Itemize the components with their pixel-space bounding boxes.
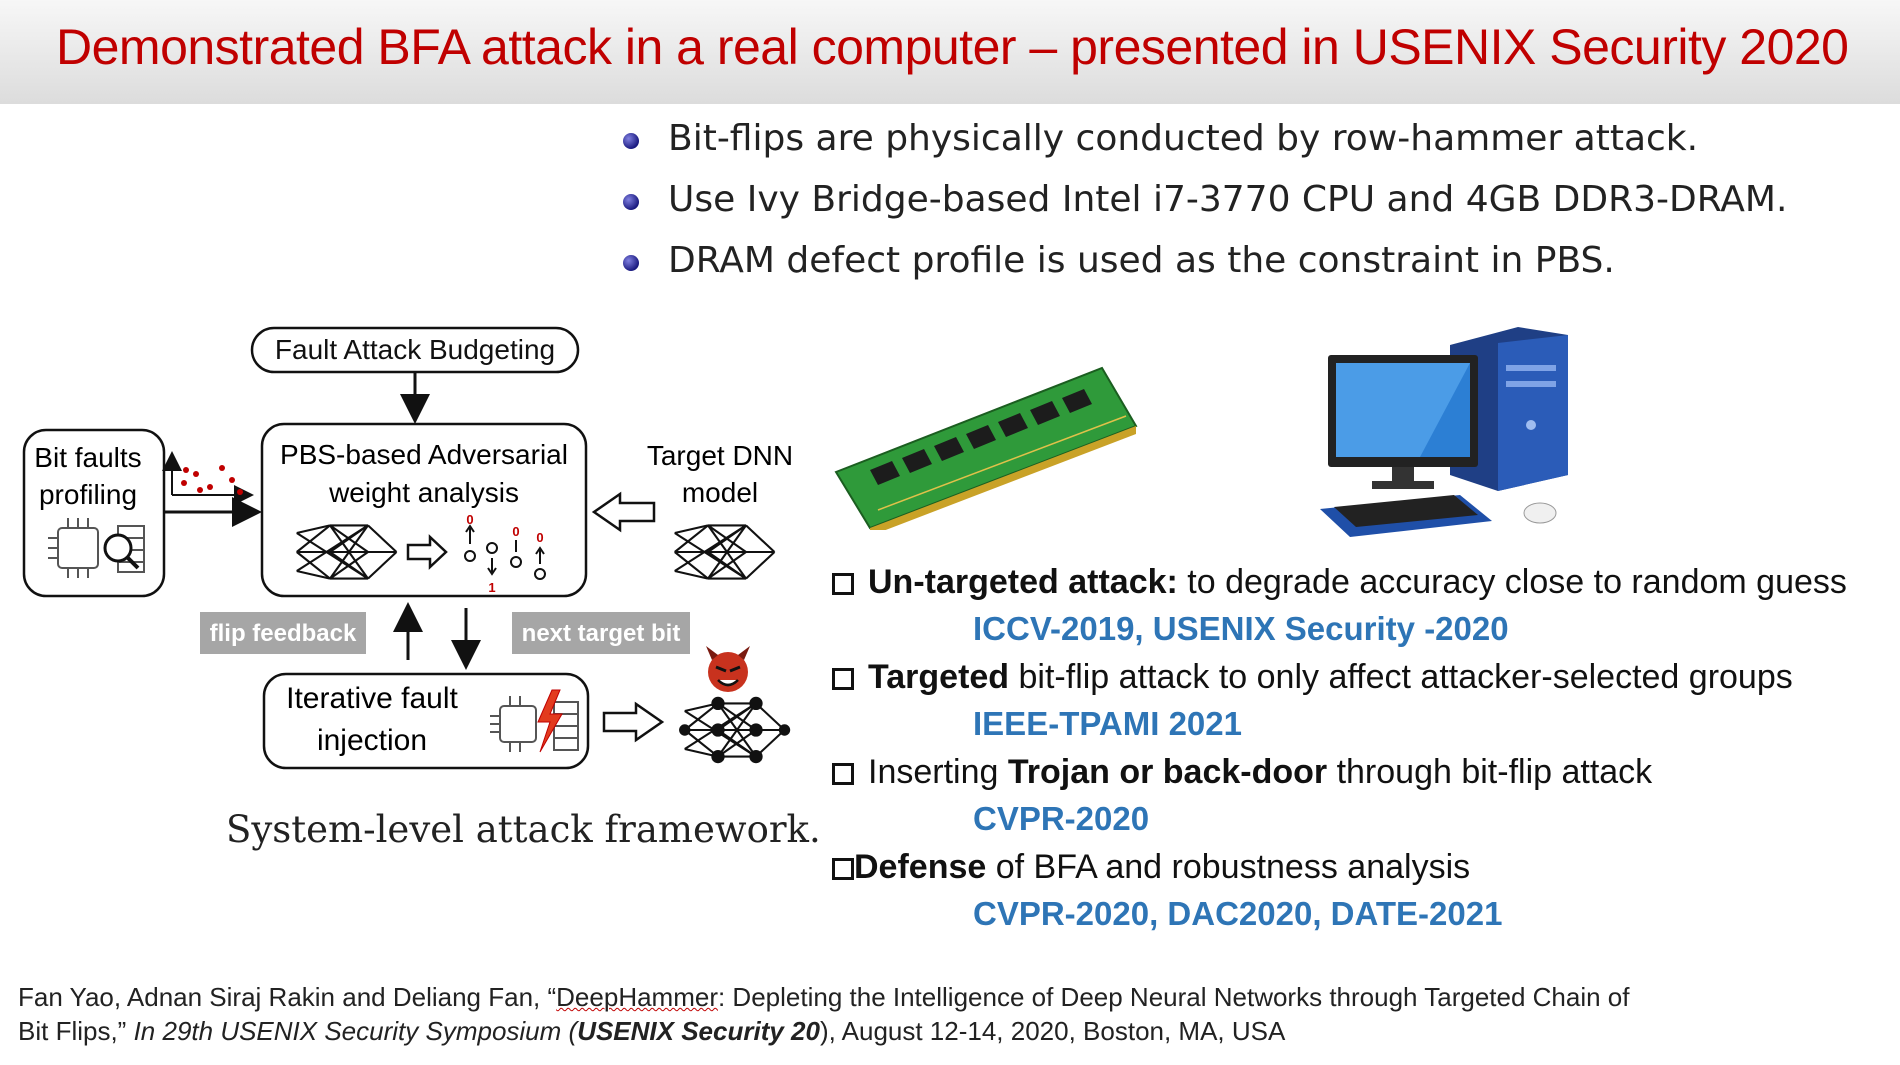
chip-magnifier-icon xyxy=(48,518,145,578)
reference-venues: CVPR-2020 xyxy=(973,800,1150,837)
iter-label-2: injection xyxy=(317,724,427,757)
reference-venues: CVPR-2020, DAC2020, DATE-2021 xyxy=(973,895,1503,932)
diagram-caption: System-level attack framework. xyxy=(226,808,821,851)
scatter-plot-icon xyxy=(162,451,254,505)
chip-lightning-icon xyxy=(490,689,579,753)
profiling-label-2: profiling xyxy=(39,479,137,510)
profiling-label-1: Bit faults xyxy=(34,442,141,473)
checkbox-icon xyxy=(832,573,854,595)
citation: Fan Yao, Adnan Siraj Rakin and Deliang F… xyxy=(18,982,1630,1046)
reference-venues: ICCV-2019, USENIX Security -2020 xyxy=(973,610,1509,647)
slide-title: Demonstrated BFA attack in a real comput… xyxy=(56,19,1849,75)
pbs-label-2: weight analysis xyxy=(328,477,519,508)
target-label-1: Target DNN xyxy=(647,440,793,471)
hollow-arrow-icon xyxy=(602,701,665,743)
bit-label: 1 xyxy=(488,580,495,595)
reference-venues: IEEE-TPAMI 2021 xyxy=(973,705,1242,742)
neural-network-icon xyxy=(679,696,791,764)
bullet-dot-icon xyxy=(623,133,639,149)
bit-label: 0 xyxy=(466,512,473,527)
paper-name: DeepHammer xyxy=(556,982,718,1012)
bullet-dot-icon xyxy=(623,255,639,271)
bullet-item: Use Ivy Bridge-based Intel i7-3770 CPU a… xyxy=(620,169,1787,230)
title-bar: Demonstrated BFA attack in a real comput… xyxy=(0,0,1900,104)
target-label-2: model xyxy=(682,477,758,508)
bullet-dot-icon xyxy=(623,194,639,210)
checkbox-icon xyxy=(832,858,854,880)
hollow-arrow-icon xyxy=(591,491,656,533)
iter-label-1: Iterative fault xyxy=(286,682,458,715)
hollow-arrow-icon xyxy=(406,534,448,570)
attack-framework-diagram: Fault Attack Budgeting Bit faults profil… xyxy=(22,326,793,770)
bullet-item: Bit-flips are physically conducted by ro… xyxy=(620,108,1787,169)
neural-network-icon xyxy=(673,524,776,580)
desktop-computer-image xyxy=(1320,327,1568,537)
bit-label: 0 xyxy=(512,524,519,539)
checkbox-icon xyxy=(832,668,854,690)
ram-module-image xyxy=(834,366,1138,530)
flip-feedback-label: flip feedback xyxy=(210,620,357,647)
bullet-item: DRAM defect profile is used as the const… xyxy=(620,230,1787,291)
budget-label: Fault Attack Budgeting xyxy=(275,334,555,365)
bullet-list: Bit-flips are physically conducted by ro… xyxy=(620,108,1787,291)
checkbox-icon xyxy=(832,763,854,785)
next-target-label: next target bit xyxy=(522,620,681,647)
devil-icon xyxy=(706,646,750,692)
bit-label: 0 xyxy=(536,530,543,545)
pbs-label-1: PBS-based Adversarial xyxy=(280,439,568,470)
bit-flip-icon xyxy=(464,524,546,580)
